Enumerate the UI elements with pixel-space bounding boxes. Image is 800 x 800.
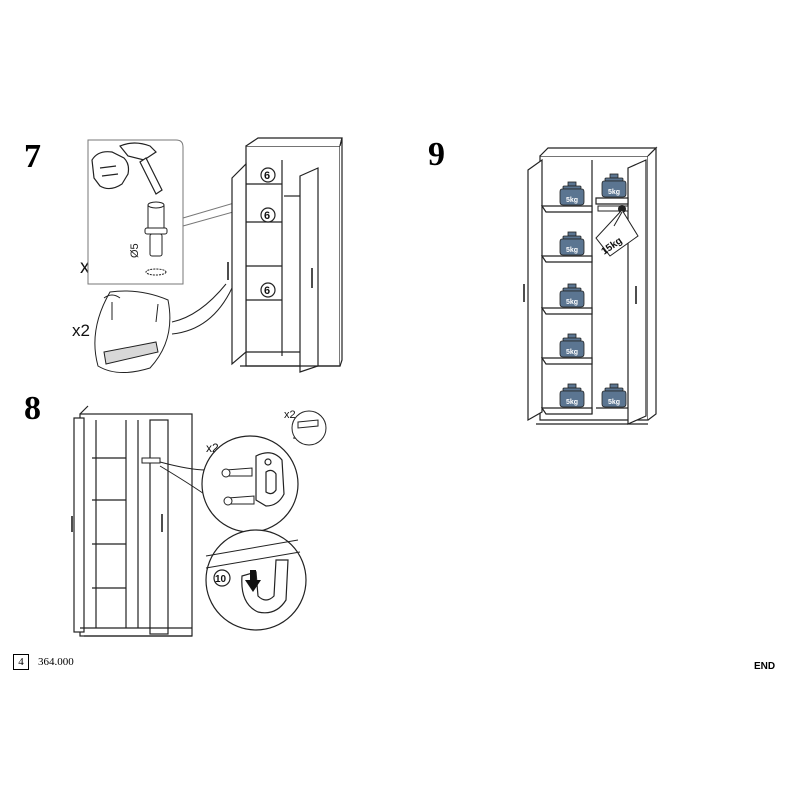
product-code: 364.000	[38, 656, 74, 668]
weight-label-7: 5kg	[608, 399, 620, 406]
wardrobe-step-7	[231, 137, 343, 373]
page-number: 4	[13, 654, 29, 670]
part-badge: 10	[215, 574, 227, 585]
step-number-9: 9	[428, 136, 445, 173]
rail-weight-tag	[595, 209, 639, 257]
hook-screws	[221, 467, 255, 506]
pin-dimension-label: Ø5	[129, 243, 141, 258]
arrow-down-icon	[245, 570, 261, 592]
weight-label-3: 5kg	[566, 299, 578, 306]
step-number-8: 8	[24, 390, 41, 427]
handle-bar	[103, 341, 159, 365]
weight-label-4: 5kg	[566, 349, 578, 356]
shelf-badge-3: 6	[264, 285, 270, 297]
wardrobe-step-8	[73, 405, 193, 637]
hand-icon	[91, 151, 130, 190]
door-handle-icon	[227, 262, 313, 288]
rail-hook-icon	[255, 452, 285, 507]
screw-icon	[103, 294, 159, 323]
screw-detail-circle	[291, 410, 327, 446]
hammer-icon	[119, 142, 163, 195]
shelf-badge-2: 6	[264, 210, 270, 222]
wooden-dowel-icon	[144, 201, 168, 276]
screw-quantity-label: x2	[284, 409, 296, 421]
weight-label-5: 5kg	[566, 399, 578, 406]
weight-label-6: 5kg	[608, 189, 620, 196]
weight-label-1: 5kg	[566, 197, 578, 204]
shelf-badge-1: 6	[264, 170, 270, 182]
handle-quantity-label: x2	[72, 321, 90, 340]
end-label: END	[754, 661, 776, 672]
step-number-7: 7	[24, 138, 41, 175]
shelf-badge-group	[260, 167, 276, 298]
weight-label-2: 5kg	[566, 247, 578, 254]
